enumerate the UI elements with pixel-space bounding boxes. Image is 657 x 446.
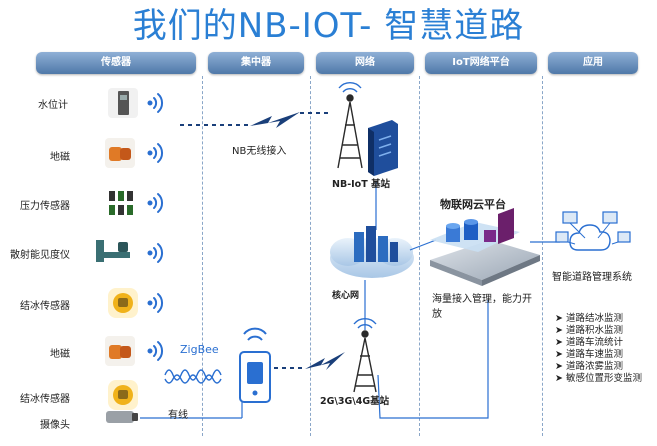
ice-sensor-icon xyxy=(108,288,138,318)
sensor-label-geomagnetic-2: 地磁 xyxy=(50,349,70,360)
visibility-meter-icon xyxy=(92,236,134,266)
column-divider xyxy=(202,76,203,436)
bullet-arrow-icon: ➤ xyxy=(555,361,566,372)
sensor-label-ice-2: 结冰传感器 xyxy=(20,394,70,405)
column-header-application: 应用 xyxy=(548,52,638,74)
column-header-network: 网络 xyxy=(316,52,414,74)
cellular-station-label: 2G\3G\4G基站 xyxy=(320,396,390,407)
server-icon xyxy=(368,120,398,176)
column-divider xyxy=(310,76,311,436)
sensor-label-camera: 摄像头 xyxy=(40,420,70,431)
page-title: 我们的NB-IOT- 智慧道路 xyxy=(132,6,525,46)
sensor-label-water-level: 水位计 xyxy=(38,100,68,111)
wired-label: 有线 xyxy=(168,410,188,421)
nb-station-label: NB-IoT 基站 xyxy=(332,179,390,190)
nb-wireless-label: NB无线接入 xyxy=(232,146,287,157)
concentrator-device-icon xyxy=(239,327,271,403)
wireless-signal-icon xyxy=(147,341,164,361)
wireless-signal-icon xyxy=(147,243,164,263)
lightning-icon xyxy=(305,352,345,370)
core-network-label: 核心网 xyxy=(332,291,360,301)
app-item: ➤ 道路结冰监测 xyxy=(555,313,623,324)
sensor-label-geomagnetic: 地磁 xyxy=(50,152,70,163)
iot-platform-icon xyxy=(430,208,540,286)
zigbee-signal-icon xyxy=(164,369,222,384)
app-item: ➤ 道路车速监测 xyxy=(555,349,623,360)
bullet-arrow-icon: ➤ xyxy=(555,325,566,336)
management-system-label: 智能道路管理系统 xyxy=(552,272,632,283)
zigbee-label: ZigBee xyxy=(180,343,219,356)
column-divider xyxy=(419,76,420,436)
column-header-concentrator: 集中器 xyxy=(208,52,304,74)
wireless-signal-icon xyxy=(147,293,164,313)
app-item: ➤ 道路浓雾监测 xyxy=(555,361,623,372)
wireless-signal-icon xyxy=(147,193,164,213)
app-item: ➤ 道路车流统计 xyxy=(555,337,623,348)
bullet-arrow-icon: ➤ xyxy=(555,313,566,324)
core-network-cloud-icon xyxy=(330,226,414,278)
bullet-arrow-icon: ➤ xyxy=(555,349,566,360)
platform-description: 海量接入管理，能力开放 xyxy=(432,294,532,320)
wireless-signal-icon xyxy=(147,143,164,163)
column-header-iot-platform: IoT网络平台 xyxy=(425,52,537,74)
lightning-icon xyxy=(250,112,300,128)
camera-icon xyxy=(104,407,140,427)
platform-name: 物联网云平台 xyxy=(440,198,506,211)
water-level-meter-icon xyxy=(108,88,138,118)
column-divider xyxy=(542,76,543,436)
sensor-label-visibility: 散射能见度仪 xyxy=(10,250,70,261)
ice-sensor-icon xyxy=(108,380,138,410)
column-header-sensor: 传感器 xyxy=(36,52,196,74)
pressure-sensor-icon xyxy=(106,188,136,218)
management-system-icon xyxy=(555,211,631,251)
app-item: ➤ 道路积水监测 xyxy=(555,325,623,336)
sensor-label-ice: 结冰传感器 xyxy=(20,301,70,312)
geomagnetic-sensor-icon xyxy=(105,336,135,366)
bullet-arrow-icon: ➤ xyxy=(555,337,566,348)
geomagnetic-sensor-icon xyxy=(105,138,135,168)
nb-iot-tower-icon xyxy=(337,82,363,169)
sensor-label-pressure: 压力传感器 xyxy=(20,201,70,212)
wireless-signal-icon xyxy=(147,93,164,113)
bullet-arrow-icon: ➤ xyxy=(555,373,566,384)
app-item: ➤ 敏感位置形变监测 xyxy=(555,373,642,384)
